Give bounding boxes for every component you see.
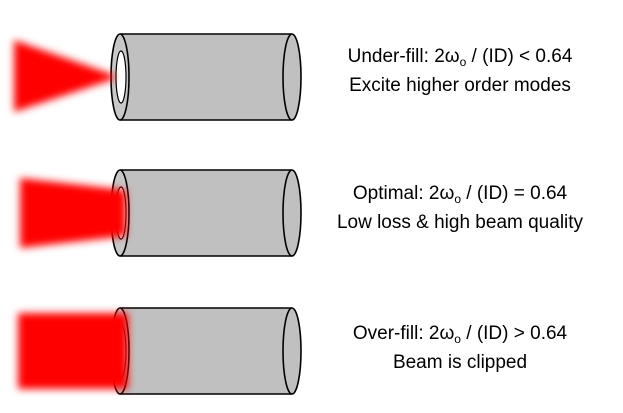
formula-line: Optimal: 2ωo / (ID) = 0.64 [352, 183, 568, 206]
formula-line: Under-fill: 2ωo / (ID) < 0.64 [347, 46, 573, 69]
fiber-body [120, 170, 292, 256]
laser-beam [14, 40, 114, 112]
formula-subscript: o [454, 332, 461, 346]
formula-line: Over-fill: 2ωo / (ID) > 0.64 [352, 323, 568, 346]
condition-label: Over-fill [352, 323, 419, 344]
description-line: Beam is clipped [392, 352, 528, 373]
condition-label: Optimal [352, 183, 419, 204]
fiber-body [120, 34, 292, 120]
formula-suffix: / (ID) > 0.64 [460, 323, 568, 344]
formula-suffix: / (ID) < 0.64 [466, 46, 573, 67]
formula-prefix: 2ω [434, 46, 460, 67]
fiber-row-optimal [20, 169, 302, 257]
fiber-bore [115, 50, 127, 104]
fiber-row-underfill [14, 33, 302, 121]
caption-underfill: Under-fill: 2ωo / (ID) < 0.64 Excite hig… [310, 42, 610, 100]
formula-suffix: / (ID) = 0.64 [461, 183, 568, 204]
formula-prefix: 2ω [428, 323, 455, 344]
fiber-body [120, 308, 292, 394]
fiber-row-overfill [18, 307, 302, 395]
laser-beam [20, 178, 126, 248]
laser-beam [18, 313, 128, 389]
description-line: Excite higher order modes [349, 75, 571, 96]
formula-subscript: o [454, 192, 461, 206]
formula-prefix: 2ω [428, 183, 455, 204]
caption-overfill: Over-fill: 2ωo / (ID) > 0.64 Beam is cli… [310, 319, 610, 377]
description-line: Low loss & high beam quality [336, 212, 584, 233]
fiber-back-end [282, 169, 302, 257]
fiber-back-end [282, 33, 302, 121]
condition-label: Under-fill [347, 46, 424, 67]
caption-optimal: Optimal: 2ωo / (ID) = 0.64 Low loss & hi… [310, 179, 610, 237]
formula-subscript: o [459, 55, 467, 69]
fiber-back-end [282, 307, 302, 395]
